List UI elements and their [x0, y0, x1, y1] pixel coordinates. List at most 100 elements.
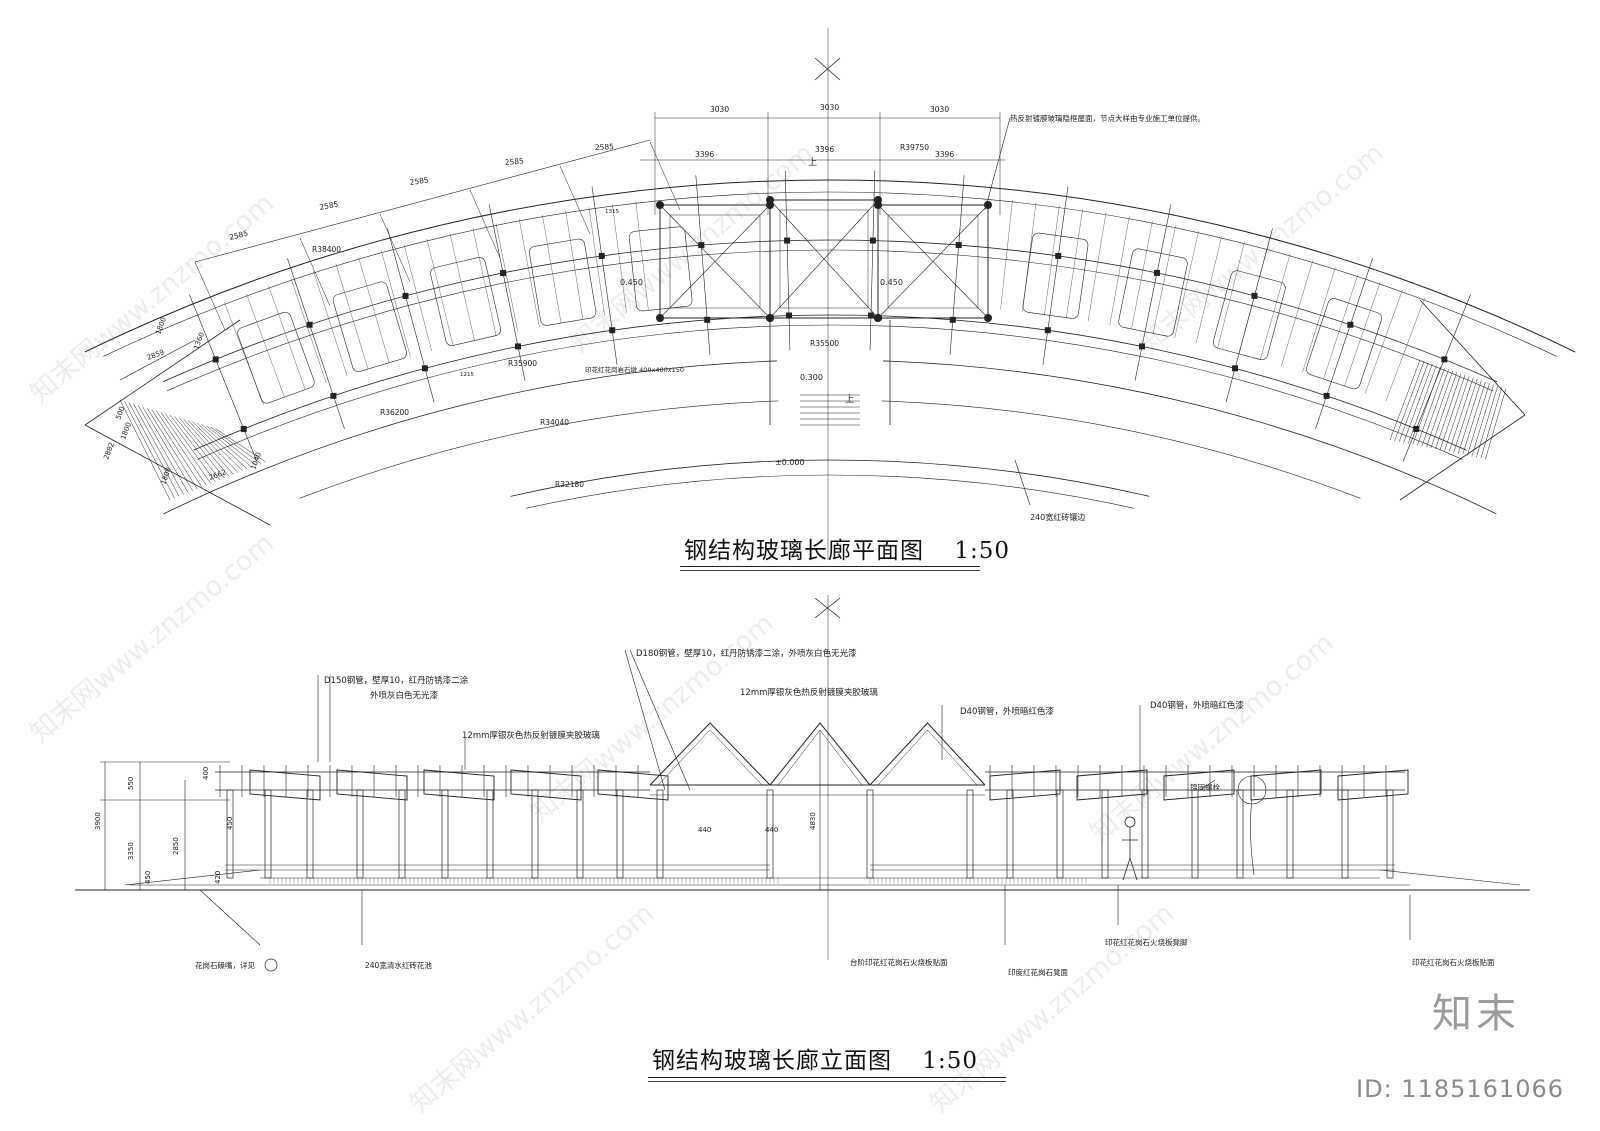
- rafter: [1281, 260, 1313, 366]
- rafter: [1344, 282, 1381, 387]
- dim-extension: [379, 213, 411, 283]
- dim-label: 420: [214, 871, 222, 884]
- stair-tread: [1467, 383, 1490, 456]
- rafter: [1365, 289, 1403, 394]
- stair-tread: [1426, 370, 1453, 448]
- rafter: [449, 233, 475, 341]
- dim-label: 3030: [930, 105, 949, 114]
- rafter: [290, 278, 327, 383]
- rafter: [1044, 205, 1060, 315]
- beam-arc-outer: [162, 239, 1498, 383]
- glass-panel-side: [1163, 769, 1235, 801]
- rafter: [403, 244, 432, 352]
- paving-arc-left: [299, 400, 779, 499]
- column-marker: [514, 343, 521, 350]
- level-label: 0.450: [620, 278, 643, 287]
- plan-title-text: 钢结构玻璃长廊平面图: [684, 538, 924, 564]
- stair-tread: [169, 414, 221, 481]
- glass-panel-side: [1250, 769, 1322, 801]
- column-marker: [867, 312, 874, 319]
- dim-label: 2662: [208, 468, 227, 482]
- callout-bench-leg: 印花红花岗石火烧板凳脚: [1105, 937, 1188, 947]
- glass-panel-side: [336, 769, 408, 801]
- glass-panel: [430, 257, 501, 346]
- radial-grid-line: [1042, 186, 1069, 365]
- radial-grid-line: [869, 170, 876, 351]
- elevation-scale: 1:50: [922, 1048, 978, 1074]
- dim-extension: [299, 237, 331, 307]
- rafter: [1302, 267, 1336, 373]
- left-end-outline: [84, 319, 241, 426]
- stair-tread: [128, 402, 180, 497]
- stair-tread: [142, 406, 193, 492]
- pyramid-roof-inner: [657, 729, 763, 786]
- dim-label: 2585: [409, 175, 429, 187]
- rafter: [588, 207, 605, 317]
- rafter: [268, 285, 306, 390]
- rafter: [1000, 199, 1013, 310]
- pavilion-column: [766, 196, 774, 204]
- dim-label: 2859: [146, 348, 165, 362]
- radial-grid-line: [1402, 294, 1471, 462]
- column-marker: [212, 356, 219, 363]
- plan-title: 钢结构玻璃长廊平面图 1:50: [684, 531, 1010, 565]
- dim-label: 2585: [504, 156, 524, 167]
- dim-label: 1360: [192, 331, 206, 350]
- pavilion-brace: [877, 204, 989, 319]
- steel-column: [766, 789, 774, 879]
- column-marker: [704, 316, 711, 323]
- column-marker: [1323, 392, 1330, 399]
- callout-brick: 240宽清水红砖花池: [365, 960, 432, 970]
- stair-tread: [1417, 368, 1445, 446]
- stair-tread: [215, 428, 266, 463]
- column-marker: [598, 252, 605, 259]
- dim-label: 2585: [228, 229, 249, 242]
- rafter: [565, 210, 584, 320]
- stair-tread: [1407, 365, 1437, 444]
- up-label: 上: [845, 394, 854, 405]
- right-end-outline: [1419, 299, 1526, 416]
- annotation-labels: 热反射镀膜玻璃隐框屋面，节点大样由专业施工单位提供。印花红花岗岩石墩 400x4…: [94, 103, 1495, 977]
- stair-tread: [1439, 374, 1466, 451]
- glass-panel-side: [249, 769, 321, 801]
- column-marker: [421, 365, 428, 372]
- callout-step: 台阶印花红花岗石火烧板贴面: [850, 957, 948, 967]
- border-note: 240宽红砖镶边: [1030, 512, 1085, 522]
- rafter: [1238, 247, 1268, 354]
- steel-column: [866, 789, 874, 879]
- pavilion-outline: [877, 204, 989, 319]
- dim-extension: [649, 141, 681, 211]
- stair-tread: [201, 424, 252, 468]
- right-end-outline: [1399, 414, 1526, 501]
- callout-bolt: 锦固螺栓: [1190, 782, 1220, 792]
- dim-label: 550: [127, 777, 135, 790]
- column-marker: [1232, 365, 1239, 372]
- glass-panel: [1022, 232, 1089, 319]
- elevation-title: 钢结构玻璃长廊立面图 1:50: [652, 1041, 978, 1075]
- dim-label: 2585: [595, 142, 615, 152]
- rafter: [1066, 208, 1083, 318]
- glass-panel-side: [597, 769, 669, 801]
- step-edge: [124, 869, 261, 886]
- stair-tread: [1476, 385, 1498, 458]
- pyramid-roof: [869, 722, 986, 786]
- leader: [1014, 459, 1031, 506]
- column-marker: [784, 237, 791, 244]
- dim-label: 440: [698, 826, 711, 834]
- stair-tread: [1403, 364, 1433, 443]
- rafter: [518, 218, 540, 327]
- rafter: [335, 263, 369, 370]
- radial-grid-line: [189, 294, 258, 462]
- stair-tread: [188, 420, 239, 473]
- glass-panel: [628, 226, 693, 312]
- dim-label: 400: [202, 767, 210, 780]
- column-marker: [609, 327, 616, 334]
- inner-edge-arc-left: [163, 360, 777, 515]
- pavilion-column: [984, 201, 992, 209]
- dim-label: 4830: [809, 812, 817, 830]
- radius-label: R34040: [540, 418, 569, 427]
- elevation-title-underline-thin: [648, 1081, 1006, 1082]
- stair-tread: [124, 401, 175, 499]
- column-marker: [306, 321, 313, 328]
